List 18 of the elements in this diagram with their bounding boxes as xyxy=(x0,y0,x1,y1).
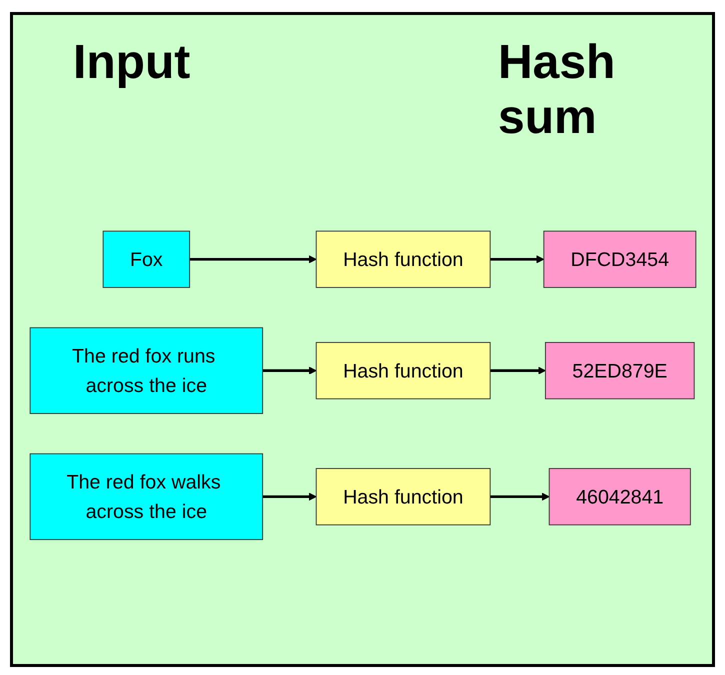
node-box xyxy=(30,326,264,414)
arrow xyxy=(490,255,544,263)
arrow xyxy=(490,366,546,374)
column-heading: Hash sum xyxy=(498,35,616,145)
column-heading: Input xyxy=(73,35,190,90)
node-box xyxy=(102,230,190,288)
arrow xyxy=(262,366,317,374)
panel-background: Input Hash sum Fox Hash function DFCD3454 The red fox runs across the ice Hash function 52ED879E The red fox walks across the ice Hash function 46042841 xyxy=(10,12,715,667)
arrow xyxy=(490,492,550,500)
node-box xyxy=(316,468,491,525)
arrow xyxy=(262,492,317,500)
node-box xyxy=(316,342,491,399)
node-box xyxy=(543,230,696,288)
arrow xyxy=(190,255,317,263)
node-box xyxy=(548,468,691,525)
node-box xyxy=(544,342,695,399)
node-box xyxy=(316,230,491,288)
node-box xyxy=(30,452,264,540)
